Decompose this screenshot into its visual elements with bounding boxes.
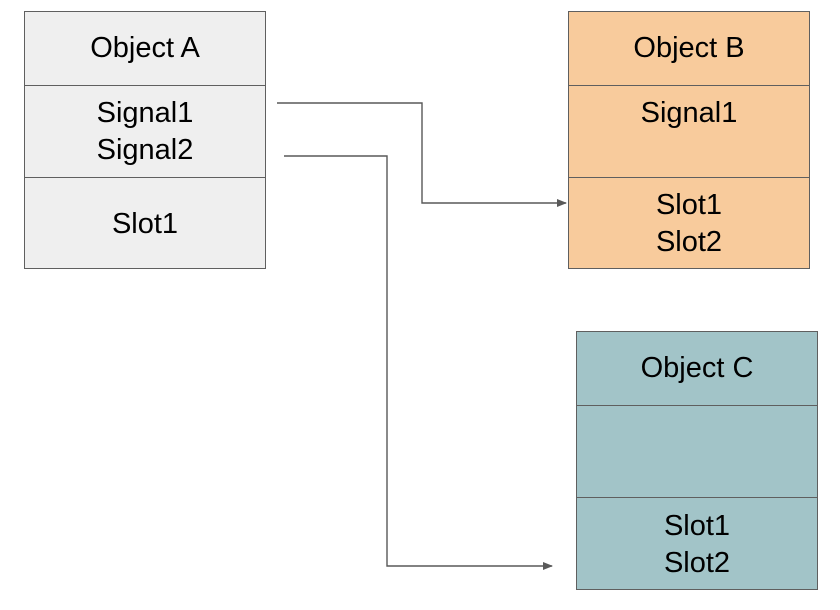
object-b-box: Object B Signal1 Slot1 Slot2 — [568, 11, 810, 269]
object-a-signal2: Signal2 — [96, 133, 194, 166]
object-a-slots-section: Slot1 — [25, 177, 265, 270]
object-c-slot2: Slot2 — [663, 546, 731, 579]
object-a-signal1: Signal1 — [96, 96, 194, 129]
object-a-box: Object A Signal1 Signal2 Slot1 — [24, 11, 266, 269]
object-b-signals-section: Signal1 — [569, 85, 809, 177]
object-a-title-section: Object A — [25, 12, 265, 85]
object-c-box: Object C Slot1 Slot2 — [576, 331, 818, 590]
object-c-title-section: Object C — [577, 332, 817, 405]
object-b-slots-section: Slot1 Slot2 — [569, 177, 809, 270]
object-a-signals-section: Signal1 Signal2 — [25, 85, 265, 177]
object-b-slot1: Slot1 — [655, 189, 723, 221]
object-b-title: Object B — [633, 32, 745, 64]
object-a-slot1: Slot1 — [111, 207, 179, 240]
object-c-signals-section — [577, 405, 817, 497]
connector-a-signal2-to-c-slot1 — [284, 155, 553, 570]
object-b-signal1: Signal1 — [640, 97, 738, 129]
object-c-title: Object C — [640, 352, 754, 384]
object-b-title-section: Object B — [569, 12, 809, 85]
connector-a-signal1-to-b-slot1 — [277, 102, 567, 207]
object-b-slot2: Slot2 — [655, 226, 723, 258]
object-a-title: Object A — [90, 32, 200, 64]
object-c-slots-section: Slot1 Slot2 — [577, 497, 817, 591]
object-c-slot1: Slot1 — [663, 509, 731, 542]
